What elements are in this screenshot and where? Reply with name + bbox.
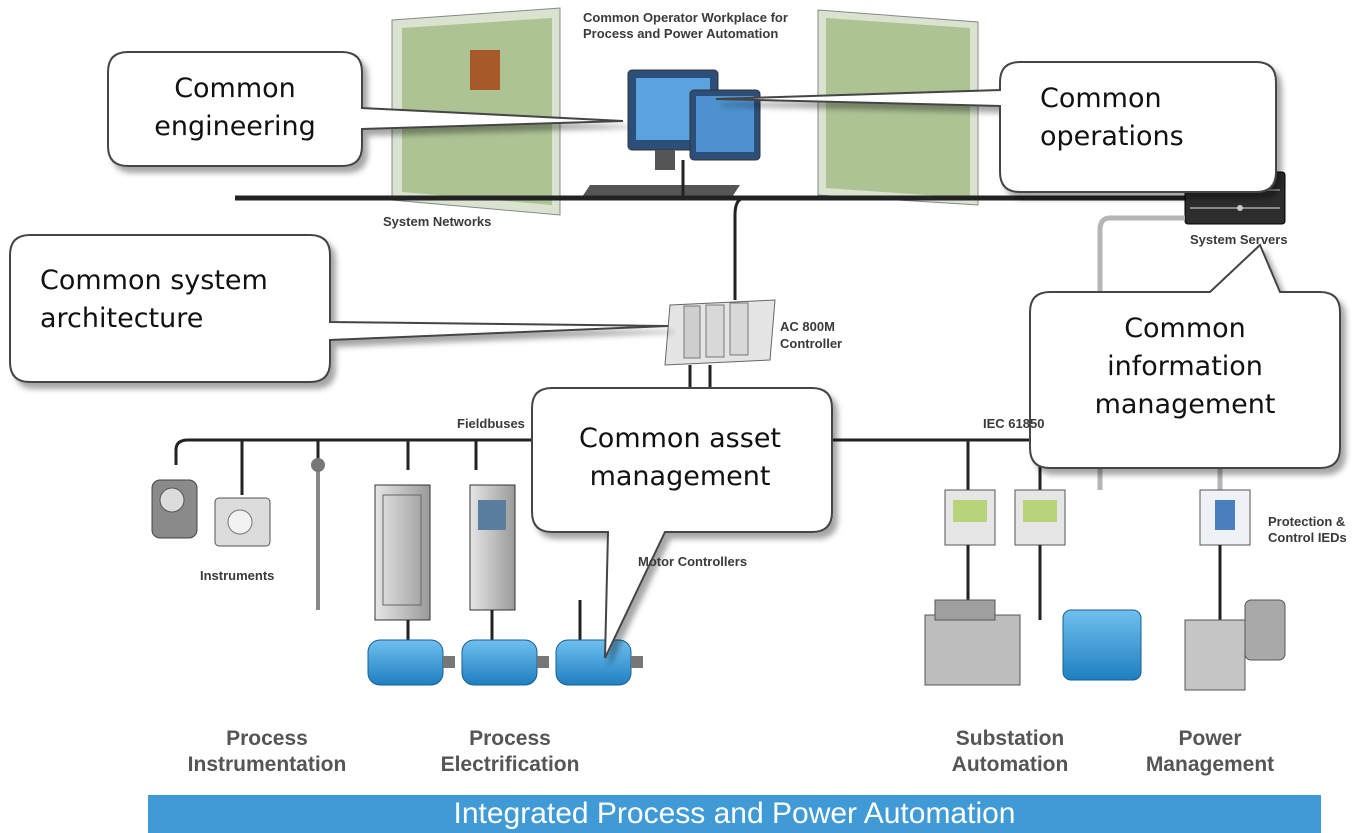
- callout-common-information-management: [1029, 243, 1341, 469]
- callout-common-asset-management: [531, 387, 833, 659]
- category-substation-automation: Substation Automation: [951, 727, 1069, 776]
- transformer-icon: [924, 599, 1286, 691]
- system-servers-label: System Servers: [1190, 232, 1288, 247]
- ac800m-controller-icon: [664, 299, 776, 366]
- callout-common-system-architecture: [9, 234, 669, 383]
- callout-common-operations: [715, 61, 1277, 193]
- motor-controllers-label: Motor Controllers: [638, 554, 748, 569]
- category-process-instrumentation: Process Instrumentation: [187, 727, 347, 776]
- category-process-electrification: Process Electrification: [440, 727, 580, 776]
- operator-workstation-icon: [580, 69, 761, 200]
- callout-common-engineering: [107, 51, 624, 167]
- screen-right-icon: [817, 9, 979, 206]
- callout-information-text: Common information management: [1094, 313, 1276, 420]
- system-networks-label: System Networks: [383, 214, 492, 229]
- workplace-title: Common Operator Workplace for Process an…: [583, 10, 788, 41]
- callout-architecture-text: Common system architecture: [40, 265, 268, 334]
- callout-engineering-text: Common engineering: [154, 73, 316, 142]
- instruments-label: Instruments: [200, 568, 275, 583]
- protection-label: Protection & Control IEDs: [1268, 514, 1347, 545]
- callout-operations-text: Common operations: [1040, 83, 1184, 152]
- screen-left-icon: [391, 7, 561, 216]
- switchgear-cabinet-icon: [374, 484, 516, 621]
- instruments-icon: [151, 458, 325, 610]
- callout-asset-text: Common asset management: [578, 423, 782, 492]
- integrated-automation-banner: Integrated Process and Power Automation: [148, 795, 1321, 833]
- category-power-management: Power Management: [1145, 727, 1275, 776]
- ied-relay-icon: [944, 489, 1251, 546]
- controller-label: AC 800M Controller: [780, 319, 843, 351]
- iec-label: IEC 61850: [983, 416, 1045, 431]
- motor-icon: [367, 639, 643, 686]
- fieldbuses-label: Fieldbuses: [457, 416, 525, 431]
